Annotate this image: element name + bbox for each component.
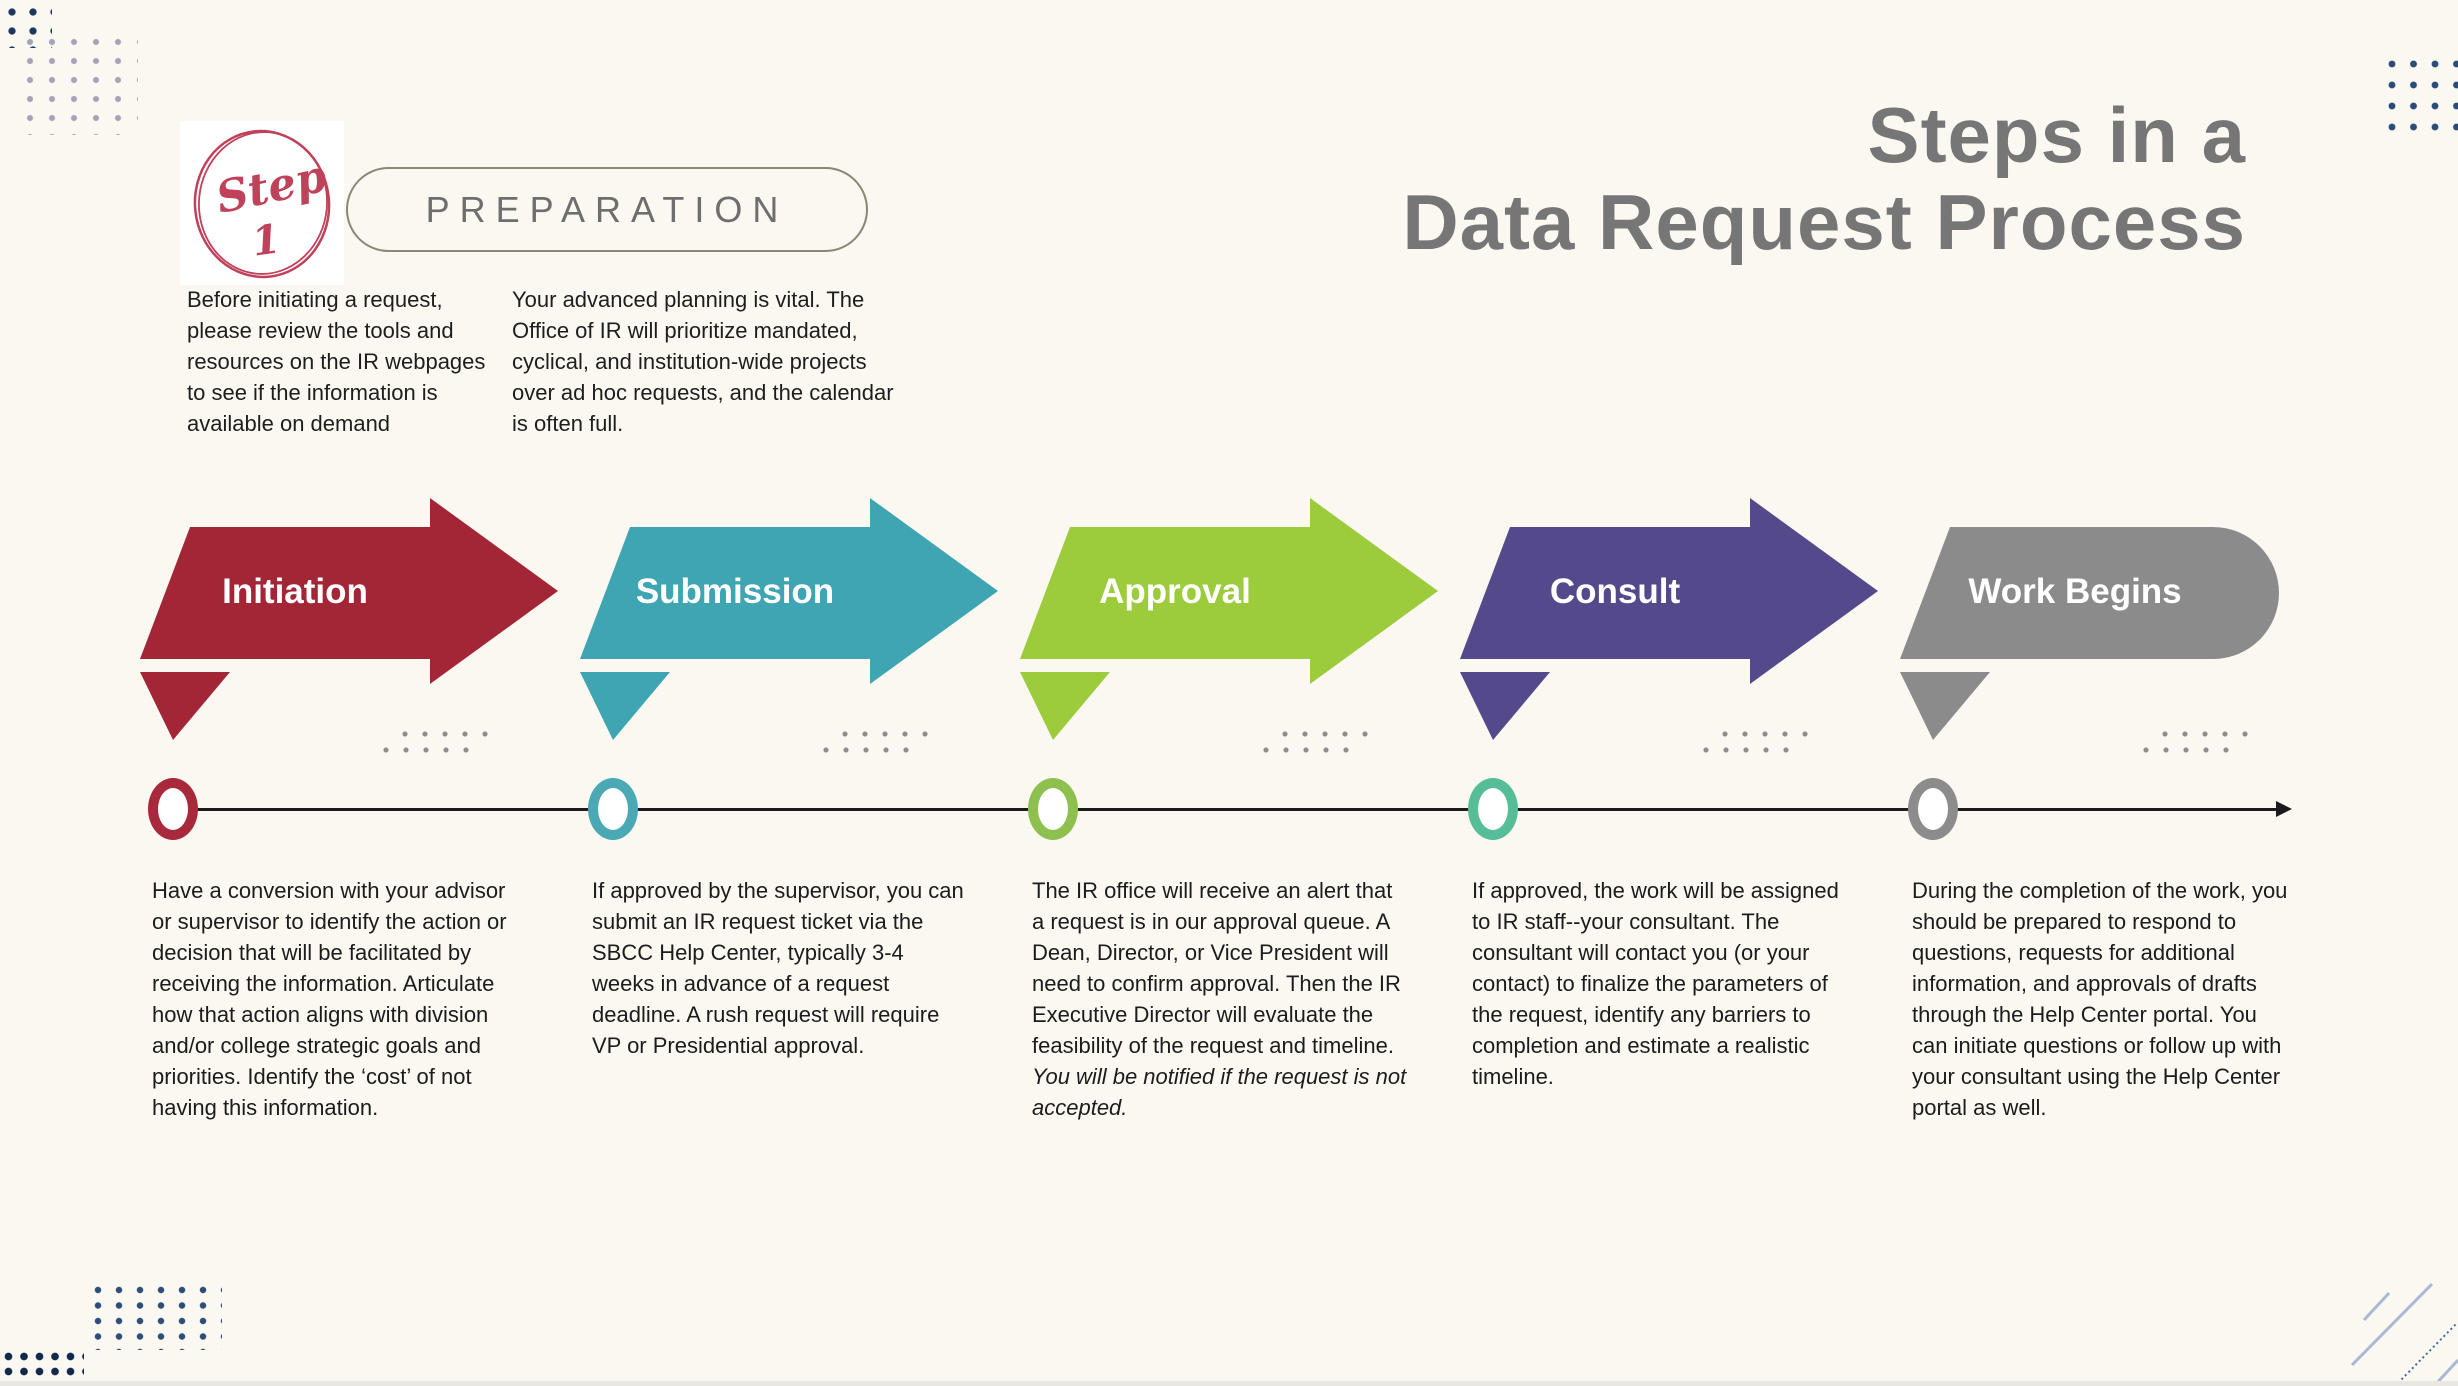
step-description: If approved, the work will be assigned t… [1472,875,1850,1092]
intro-text-left: Before initiating a request, please revi… [187,287,486,436]
step-label: Initiation [222,572,368,611]
decor-dot-cluster-icon [1263,731,1375,753]
step-column-initiation: Initiation Have a conversion with your a… [140,0,580,1386]
timeline-arrowhead-icon [2276,801,2292,817]
decor-dot-cluster-icon [823,731,935,753]
step-description: If approved by the supervisor, you can s… [592,875,970,1061]
diagonal-lines-icon [2350,1282,2458,1386]
page-title: Steps in a Data Request Process [1402,92,2246,266]
step-description: During the completion of the work, you s… [1912,875,2290,1123]
step-pointer-icon [1460,672,1550,740]
step-label: Work Begins [1968,572,2182,611]
dot-grid-top-right-icon [2388,60,2458,144]
timeline-node-ring [588,778,638,840]
step-label: Consult [1549,572,1681,611]
timeline-node-ring [1468,778,1518,840]
step-pointer-icon [1900,672,1990,740]
timeline-node-ring [1908,778,1958,840]
intro-text-right: Your advanced planning is vital. The Off… [512,287,894,436]
step-rounded-shape-icon [1900,527,2279,659]
stage-label: PREPARATION [425,188,789,230]
decor-dot-cluster-icon [383,731,495,753]
step-column-submission: Submission If approved by the supervisor… [580,0,1020,1386]
dot-grid-bottom-left-corner-icon [4,1352,84,1383]
step-pointer-icon [580,672,670,740]
step-badge: Step 1 [180,121,344,285]
timeline-node-ring [148,778,198,840]
decor-dot-cluster-icon [2143,731,2255,753]
step-description-text: During the completion of the work, you s… [1912,878,2288,1120]
bottom-edge-line [0,1381,2458,1386]
step-column-approval: Approval The IR office will receive an a… [1020,0,1460,1386]
step-column-work-begins: Work Begins During the completion of the… [1900,0,2340,1386]
step-arrow-icon [1460,498,1878,684]
step-column-consult: Consult If approved, the work will be as… [1460,0,1900,1386]
decor-dot-cluster-icon [1703,731,1815,753]
step-pointer-icon [1020,672,1110,740]
step-arrow-icon [1020,498,1438,684]
step-description-text: If approved, the work will be assigned t… [1472,878,1839,1089]
timeline-line [168,808,2280,811]
page-title-line2: Data Request Process [1402,178,2246,266]
stage-pill: PREPARATION [346,167,868,252]
step-description-text: The IR office will receive an alert that… [1032,878,1401,1058]
step-badge-circle-icon [193,129,331,279]
step-description: Have a conversion with your advisor or s… [152,875,530,1123]
step-description-italic: You will be notified if the request is n… [1032,1064,1407,1120]
timeline-node-ring [1028,778,1078,840]
step-description-text: Have a conversion with your advisor or s… [152,878,507,1120]
step-arrow-icon [580,498,998,684]
dot-grid-bottom-left-icon [94,1286,222,1350]
step-arrow-icon [140,498,558,684]
page-title-line1: Steps in a [1867,91,2246,179]
step-label: Submission [635,572,835,611]
step-pointer-icon [140,672,230,740]
step-description: The IR office will receive an alert that… [1032,875,1410,1123]
step-label: Approval [1099,572,1251,611]
dot-grid-top-left-icon [26,38,138,135]
step-description-text: If approved by the supervisor, you can s… [592,878,964,1058]
